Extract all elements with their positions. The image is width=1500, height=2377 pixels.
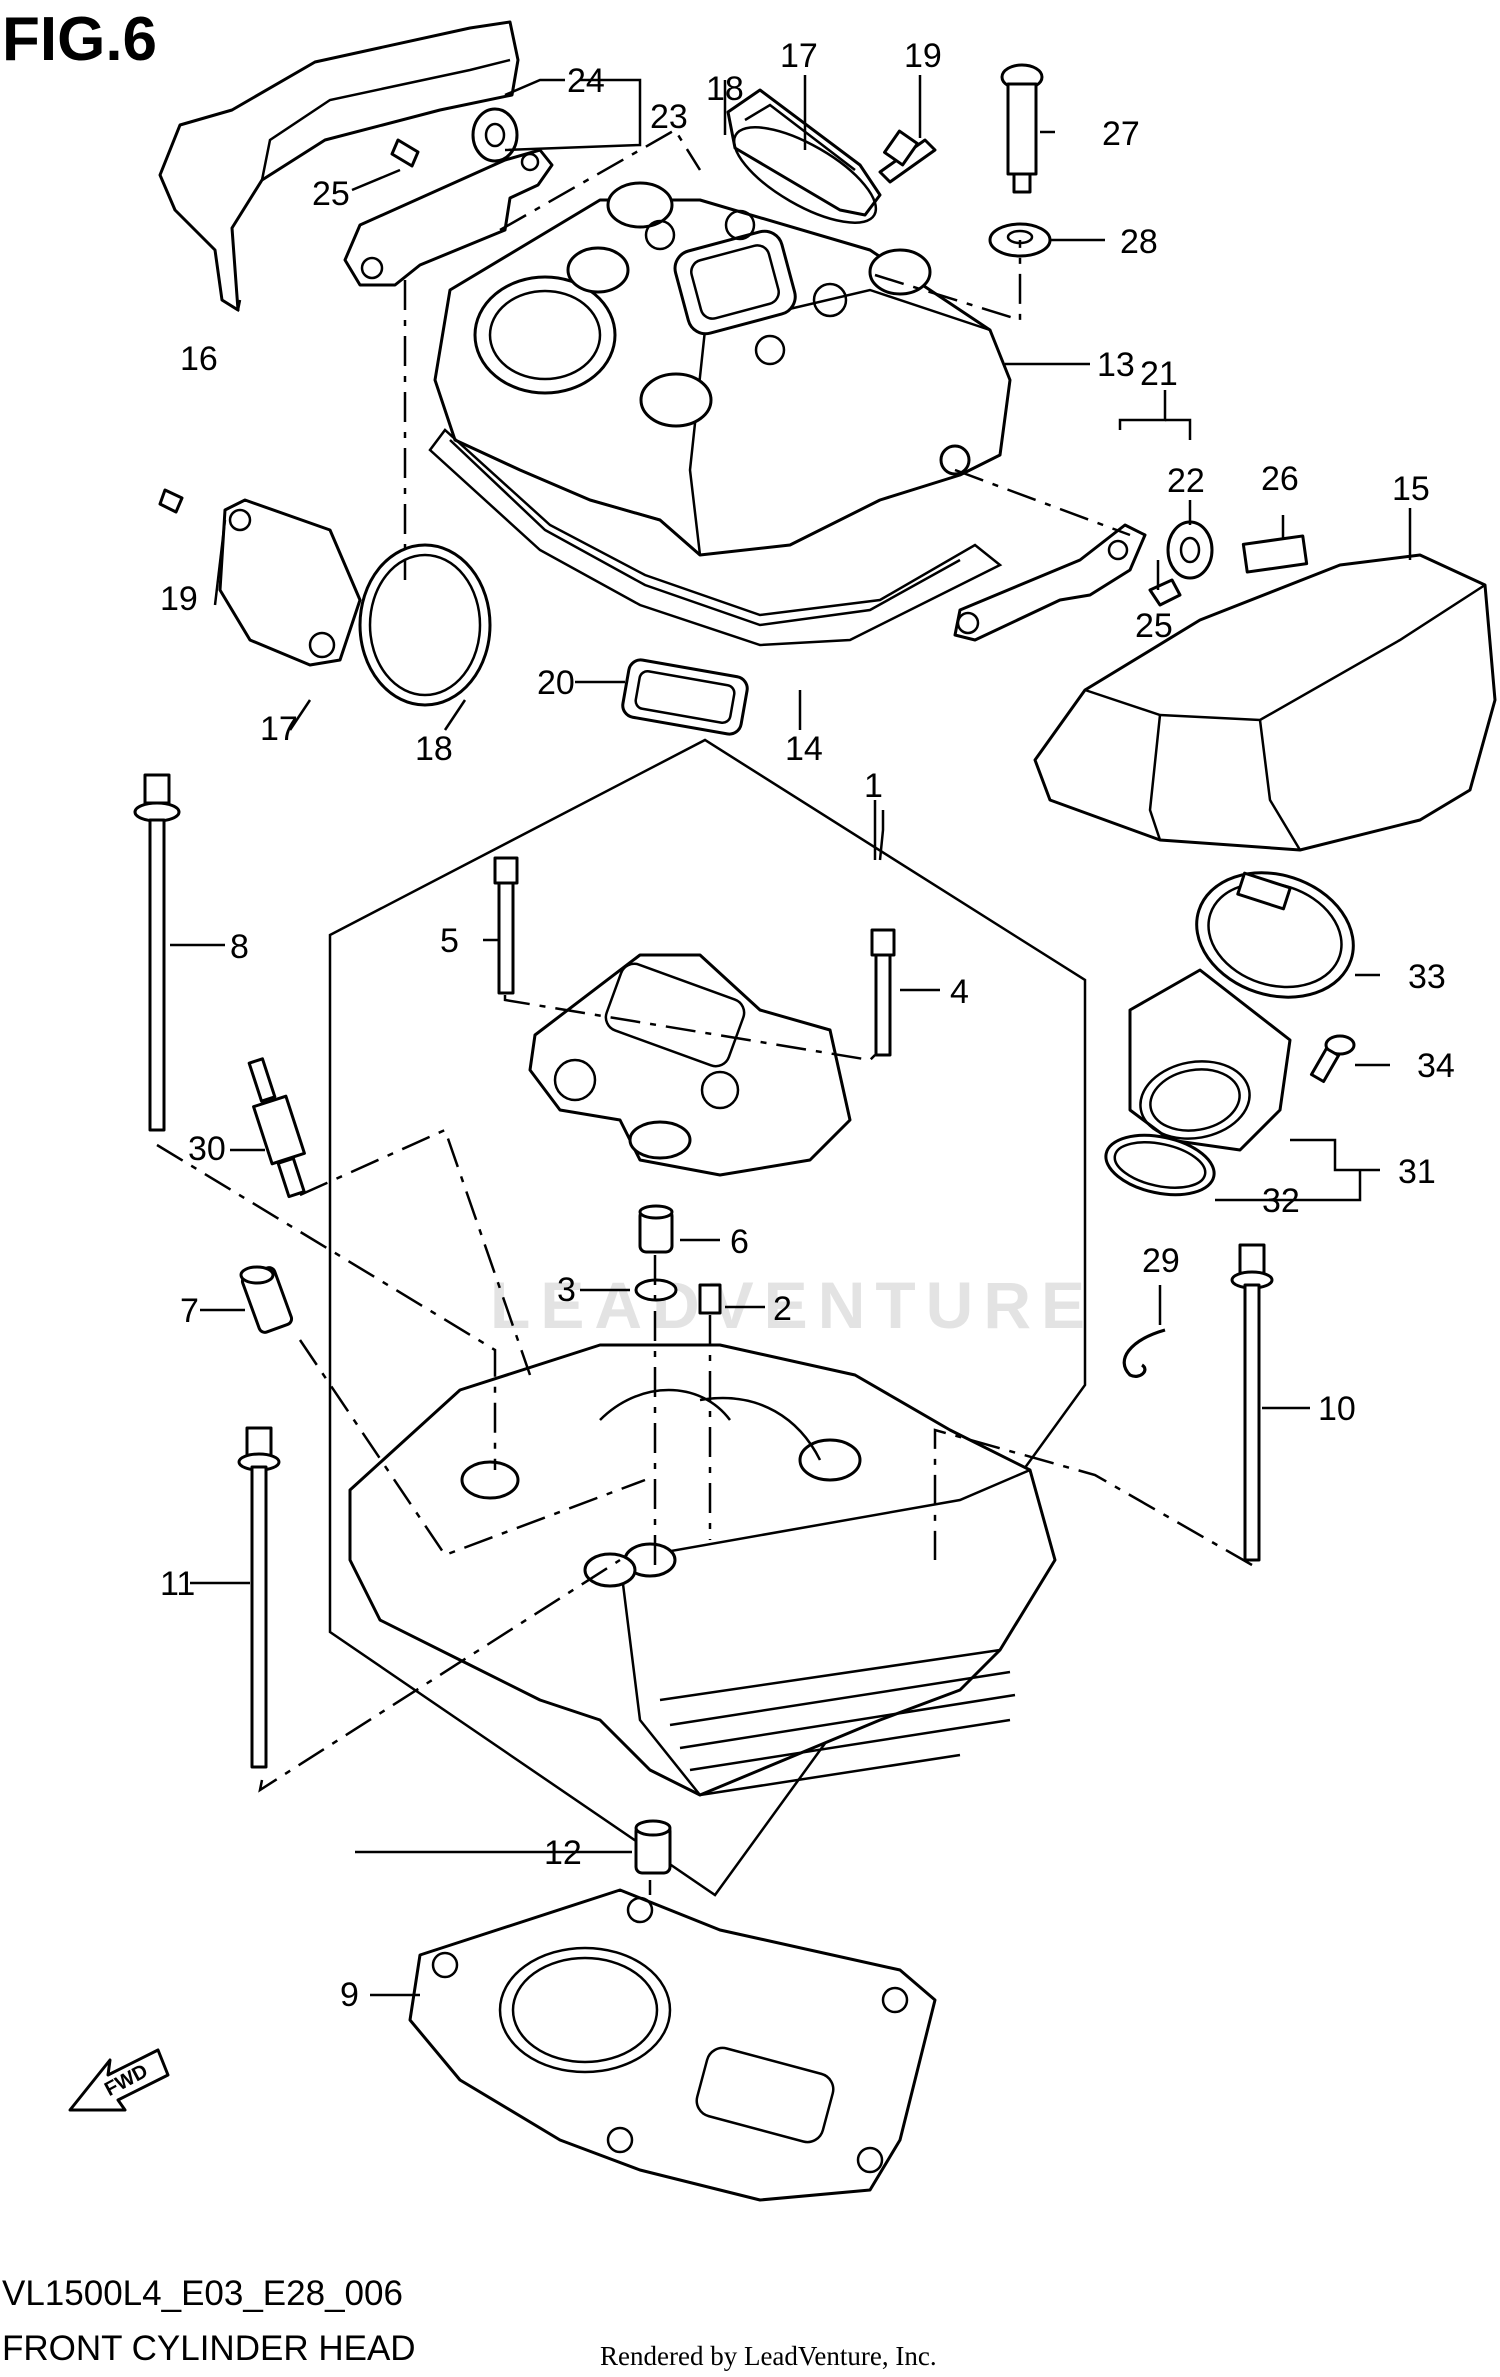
bolt-part-5: [493, 856, 519, 995]
callout-27: 27: [1102, 115, 1140, 153]
o-ring-part-32: [1104, 1133, 1216, 1197]
side-cover-part-15: [1033, 553, 1497, 852]
bracket-part-21: [953, 523, 1147, 642]
callout-17-top: 17: [780, 37, 818, 75]
dowel-pin-part-6: [638, 1204, 674, 1254]
bolt-part-8: [133, 773, 181, 1132]
render-credit: Rendered by LeadVenture, Inc.: [600, 2341, 937, 2371]
bolt-part-25-right: [1148, 578, 1182, 607]
callout-3: 3: [557, 1271, 576, 1309]
dowel-pin-part-12: [634, 1819, 672, 1875]
callout-1: 1: [864, 767, 883, 805]
callout-26: 26: [1261, 460, 1299, 498]
callout-29: 29: [1142, 1242, 1180, 1280]
o-ring-part-18-left: [358, 543, 492, 707]
callout-6: 6: [730, 1223, 749, 1261]
figure-title: FIG.6: [2, 5, 157, 74]
callout-33: 33: [1408, 958, 1446, 996]
cap-part-17-top: [726, 88, 882, 224]
callout-8: 8: [230, 928, 249, 966]
callout-30: 30: [188, 1130, 226, 1168]
forward-direction-arrow: FWD: [68, 2048, 170, 2112]
callout-2: 2: [773, 1290, 792, 1328]
callout-34: 34: [1417, 1047, 1455, 1085]
callout-18-left: 18: [415, 730, 453, 768]
callout-31: 31: [1398, 1153, 1436, 1191]
diagram-name: FRONT CYLINDER HEAD: [2, 2329, 416, 2368]
callout-28: 28: [1120, 223, 1158, 261]
callout-23: 23: [650, 98, 688, 136]
callout-25-left: 25: [312, 175, 350, 213]
connection-lines: [156, 128, 1253, 1895]
callout-19-left: 19: [160, 580, 198, 618]
callout-22: 22: [1167, 462, 1205, 500]
callout-7: 7: [180, 1292, 199, 1330]
callout-24: 24: [567, 62, 605, 100]
head-gasket-part-9: [408, 1888, 937, 2202]
leader-lines: [170, 75, 1412, 1997]
callout-5: 5: [440, 922, 459, 960]
dowel-pin-part-2: [698, 1283, 722, 1315]
bracket-part-23: [343, 107, 554, 287]
plug-part-7: [239, 1265, 294, 1334]
cap-part-17-left: [158, 488, 362, 667]
watermark-text: LEADVENTURE: [490, 1268, 1095, 1342]
callout-13: 13: [1097, 346, 1135, 384]
callout-25-right: 25: [1135, 607, 1173, 645]
callout-9: 9: [340, 1976, 359, 2014]
callout-18-top: 18: [706, 70, 744, 108]
seal-ring-part-20: [621, 658, 749, 736]
cylinder-head-part-1b: [348, 1343, 1057, 1797]
grommet-part-22: [1166, 520, 1214, 580]
emblem-part-26: [1241, 534, 1309, 574]
camshaft-holder-part-1a: [528, 953, 852, 1177]
cylinder-head-cover-part-13: [433, 181, 1012, 557]
callout-11: 11: [160, 1565, 195, 1603]
callout-21: 21: [1140, 355, 1178, 393]
callout-17-left: 17: [260, 710, 298, 748]
callout-19-top: 19: [904, 37, 942, 75]
assembly-frame-part-1: [328, 738, 1087, 1897]
callout-15: 15: [1392, 470, 1430, 508]
callout-20: 20: [537, 664, 575, 702]
callout-4: 4: [950, 973, 969, 1011]
bolt-part-27: [1000, 63, 1044, 194]
callout-16: 16: [180, 340, 218, 378]
screw-part-34: [1309, 1034, 1356, 1083]
bolt-part-10: [1230, 1243, 1274, 1562]
intake-pipe-part-31: [1128, 968, 1292, 1152]
model-code: VL1500L4_E03_E28_006: [2, 2274, 403, 2313]
bolt-part-19-top: [878, 129, 937, 184]
callout-32: 32: [1262, 1182, 1300, 1220]
callout-10: 10: [1318, 1390, 1356, 1428]
spark-plug-part-30: [247, 1057, 306, 1199]
clamp-part-33: [1195, 871, 1355, 999]
bolt-part-4: [870, 928, 896, 1057]
bolt-part-11: [237, 1426, 281, 1769]
heat-guard-cover-part-16: [158, 20, 520, 313]
clip-part-29: [1122, 1328, 1166, 1378]
head-cover-gasket-part-14: [428, 428, 1003, 647]
callout-12: 12: [544, 1834, 582, 1872]
callout-14: 14: [785, 730, 823, 768]
